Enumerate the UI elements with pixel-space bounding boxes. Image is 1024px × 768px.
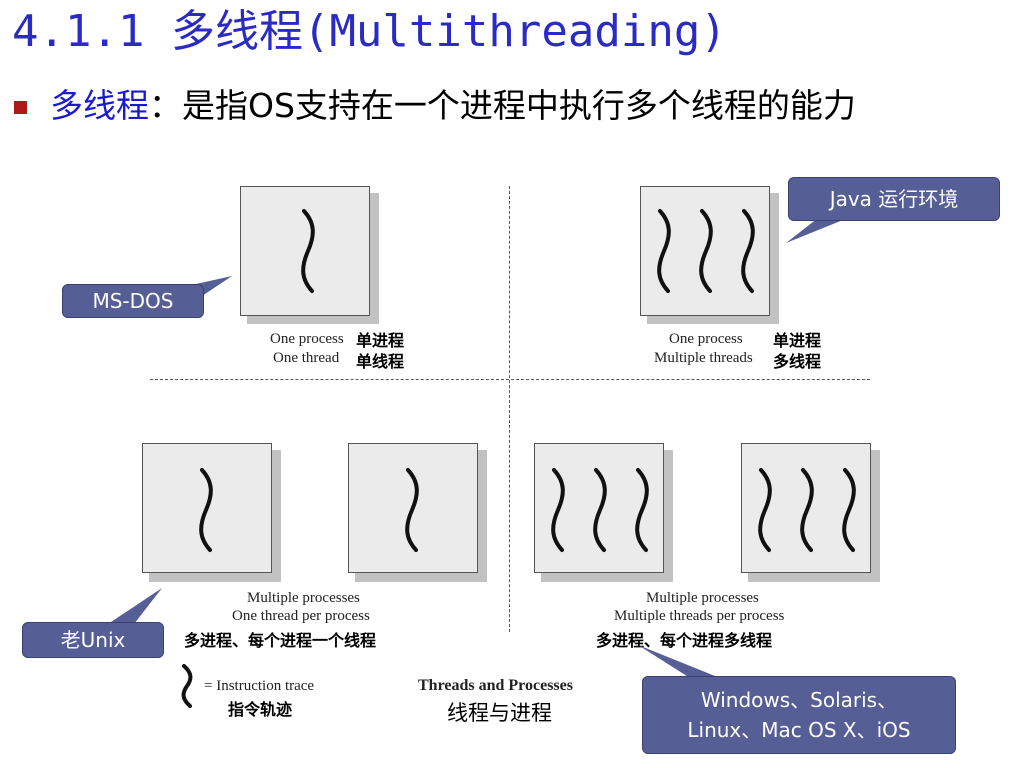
process-box-bl-1 bbox=[142, 443, 272, 573]
java-callout-pointer bbox=[786, 218, 848, 243]
wavy-thread-icon bbox=[301, 209, 315, 293]
unix-callout-pointer bbox=[108, 588, 162, 624]
process-box-tl bbox=[240, 186, 370, 316]
wavy-thread-icon bbox=[551, 468, 565, 552]
wavy-thread-icon bbox=[635, 468, 649, 552]
br-label-en-2: Multiple threads per process bbox=[614, 608, 785, 624]
wavy-thread-icon bbox=[199, 468, 213, 552]
process-box-tr bbox=[640, 186, 770, 316]
wavy-thread-icon bbox=[657, 209, 671, 293]
bl-label-cn: 多进程、每个进程一个线程 bbox=[184, 631, 377, 650]
wavy-thread-icon bbox=[405, 468, 419, 552]
title-cn: 多线程 bbox=[170, 6, 303, 57]
windows-callout-line-2: Linux、Mac OS X、iOS bbox=[687, 718, 911, 742]
wavy-thread-icon bbox=[800, 468, 814, 552]
unix-callout: 老Unix bbox=[22, 622, 164, 658]
tl-label-cn-2: 单线程 bbox=[356, 352, 405, 371]
title-en: (Multithreading) bbox=[302, 6, 727, 57]
bl-label-en-1: Multiple processes bbox=[247, 590, 360, 606]
java-callout: Java 运行环境 bbox=[788, 177, 1000, 221]
br-label-cn: 多进程、每个进程多线程 bbox=[596, 631, 773, 650]
wavy-thread-icon bbox=[741, 209, 755, 293]
tr-label-en-2: Multiple threads bbox=[654, 350, 753, 366]
windows-callout: Windows、Solaris、 Linux、Mac OS X、iOS bbox=[642, 676, 956, 754]
horizontal-divider bbox=[150, 379, 870, 380]
process-box-br-1 bbox=[534, 443, 664, 573]
legend-label-cn: 指令轨迹 bbox=[228, 700, 293, 719]
page-title: 4.1.1 多线程(Multithreading) bbox=[12, 2, 727, 62]
figure-caption-cn: 线程与进程 bbox=[447, 701, 552, 725]
bullet-term: 多线程 bbox=[50, 86, 149, 125]
tl-label-en-1: One process bbox=[270, 331, 344, 347]
wavy-thread-icon bbox=[842, 468, 856, 552]
tr-label-en-1: One process bbox=[669, 331, 743, 347]
vertical-divider bbox=[509, 186, 510, 632]
square-bullet-icon bbox=[14, 101, 27, 114]
tl-label-cn-1: 单进程 bbox=[356, 331, 405, 350]
wavy-thread-icon bbox=[758, 468, 772, 552]
title-number: 4.1.1 bbox=[12, 6, 171, 57]
br-label-en-1: Multiple processes bbox=[646, 590, 759, 606]
tr-label-cn-2: 多线程 bbox=[773, 352, 822, 371]
windows-callout-pointer bbox=[638, 645, 720, 678]
tr-label-cn-1: 单进程 bbox=[773, 331, 822, 350]
figure-caption-en: Threads and Processes bbox=[418, 677, 573, 694]
wavy-thread-icon bbox=[699, 209, 713, 293]
bullet-text: 多线程：是指OS支持在一个进程中执行多个线程的能力 bbox=[50, 84, 950, 128]
bullet-separator: ： bbox=[149, 86, 182, 125]
msdos-callout: MS-DOS bbox=[62, 284, 204, 318]
tl-label-en-2: One thread bbox=[273, 350, 340, 366]
windows-callout-line-1: Windows、Solaris、 bbox=[700, 688, 898, 712]
bl-label-en-2: One thread per process bbox=[232, 608, 370, 624]
process-box-br-2 bbox=[741, 443, 871, 573]
msdos-callout-pointer bbox=[196, 276, 232, 300]
legend-label-en: = Instruction trace bbox=[204, 678, 315, 694]
instruction-trace-icon bbox=[181, 664, 193, 708]
process-box-bl-2 bbox=[348, 443, 478, 573]
bullet-body: 是指OS支持在一个进程中执行多个线程的能力 bbox=[182, 86, 856, 125]
wavy-thread-icon bbox=[593, 468, 607, 552]
